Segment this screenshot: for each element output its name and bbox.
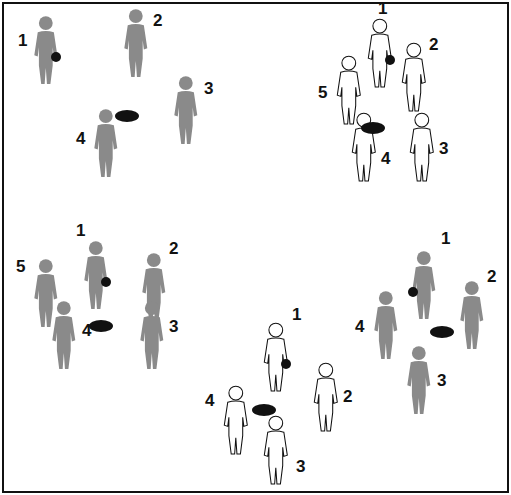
marker [89, 320, 113, 332]
player-number: 2 [169, 240, 178, 257]
player-number: 5 [318, 84, 327, 101]
ball [385, 55, 395, 65]
player-number: 5 [16, 258, 25, 275]
player-number: 3 [439, 140, 448, 157]
player-number: 1 [292, 306, 301, 323]
marker [252, 404, 276, 416]
player-number: 3 [437, 372, 446, 389]
player-number: 2 [153, 12, 162, 29]
player [84, 241, 107, 309]
player-number: 4 [76, 130, 85, 147]
player [460, 281, 483, 349]
player [264, 416, 287, 484]
player [174, 76, 197, 144]
player [140, 301, 163, 369]
player-number: 4 [381, 150, 390, 167]
player-number: 3 [296, 458, 305, 475]
ball [101, 277, 111, 287]
player [368, 19, 391, 87]
player [94, 109, 117, 177]
player-number: 4 [205, 392, 214, 409]
player [52, 301, 75, 369]
player [407, 346, 430, 414]
player-number: 3 [204, 80, 213, 97]
player-number: 4 [355, 318, 364, 335]
player [264, 323, 287, 391]
player-number: 2 [429, 36, 438, 53]
player-number: 3 [169, 318, 178, 335]
marker [430, 326, 454, 338]
player-number: 2 [487, 268, 496, 285]
player-number: 1 [441, 230, 450, 247]
player-number: 4 [82, 322, 91, 339]
player [34, 16, 57, 84]
player [34, 259, 57, 327]
ball [408, 287, 418, 297]
player [314, 363, 337, 431]
player-number: 1 [76, 222, 85, 239]
player-number: 2 [343, 388, 352, 405]
player [410, 113, 433, 181]
player-number: 1 [18, 32, 27, 49]
player [412, 251, 435, 319]
player [124, 9, 147, 77]
player [402, 43, 425, 111]
ball [51, 52, 61, 62]
marker [115, 110, 139, 122]
ball [281, 359, 291, 369]
marker [361, 122, 385, 134]
player [337, 56, 360, 124]
player [374, 291, 397, 359]
player [224, 386, 247, 454]
frame [3, 3, 508, 492]
player-number: 1 [378, 0, 387, 17]
